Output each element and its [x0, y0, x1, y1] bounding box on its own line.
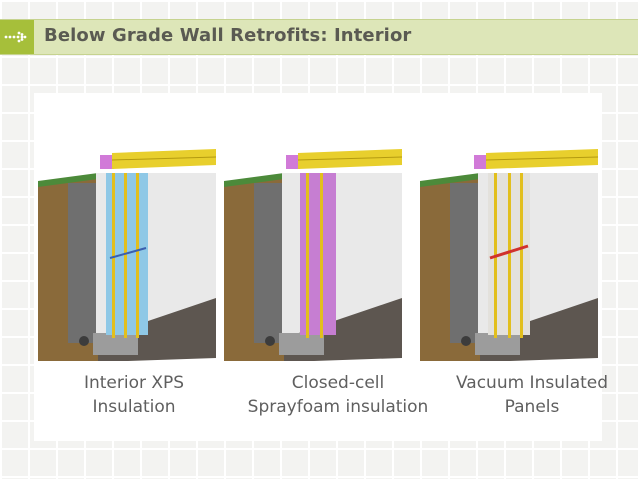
caption-xps: Interior XPS Insulation: [34, 371, 234, 419]
wall-section-diagram-sprayfoam: [224, 149, 403, 361]
caption-vip: Vacuum Insulated Panels: [432, 371, 632, 419]
content-panel: Interior XPS Insulation Closed-cell Spra…: [34, 93, 608, 441]
insulation-layer: [300, 173, 336, 335]
caption-line: Vacuum Insulated: [455, 373, 609, 393]
wall-section-diagram-xps: [38, 149, 217, 361]
caption-line: Sprayfoam insulation: [247, 397, 429, 417]
caption-line: Interior XPS: [83, 373, 185, 393]
caption-line: Closed-cell: [291, 373, 385, 393]
dotted-arrow-right-icon: [0, 20, 34, 54]
caption-line: Panels: [504, 397, 560, 417]
wall-section-diagram-vip: [420, 149, 599, 361]
caption-sprayfoam: Closed-cell Sprayfoam insulation: [238, 371, 438, 419]
caption-line: Insulation: [92, 397, 176, 417]
page-title: Below Grade Wall Retrofits: Interior: [44, 25, 412, 46]
slide-title-bar: Below Grade Wall Retrofits: Interior: [0, 19, 638, 55]
